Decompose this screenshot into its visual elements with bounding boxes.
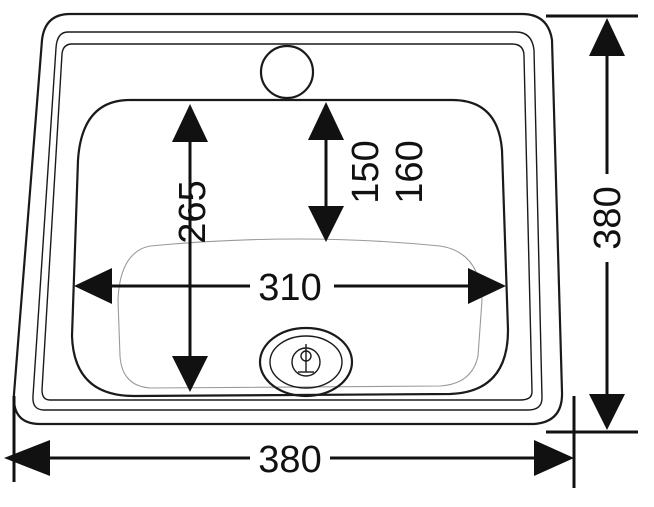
dimension-bowl-width: 310 bbox=[74, 267, 506, 309]
tap-hole bbox=[259, 44, 315, 100]
sink-outer-rim bbox=[12, 12, 564, 426]
dimension-bowl-length: 265 bbox=[172, 104, 214, 392]
sink-bowl-floor bbox=[117, 238, 483, 389]
dimension-outer-width: 380 bbox=[4, 396, 576, 488]
drain-icon bbox=[258, 326, 354, 398]
dim-label-bowl-length: 265 bbox=[172, 180, 214, 243]
dim-label-bowl-width: 310 bbox=[258, 267, 321, 309]
dim-label-outer-height: 380 bbox=[587, 186, 629, 249]
dimension-outer-height: 380 bbox=[546, 14, 638, 434]
sink-deck-edge bbox=[41, 43, 533, 401]
sink-bowl-outline bbox=[70, 98, 510, 398]
dim-label-depth-max: 160 bbox=[389, 140, 431, 203]
dimension-depth: 150 160 bbox=[308, 102, 431, 242]
dim-label-depth-min: 150 bbox=[345, 140, 387, 203]
dim-label-outer-width: 380 bbox=[258, 439, 321, 481]
sink-inner-rim bbox=[32, 31, 543, 411]
